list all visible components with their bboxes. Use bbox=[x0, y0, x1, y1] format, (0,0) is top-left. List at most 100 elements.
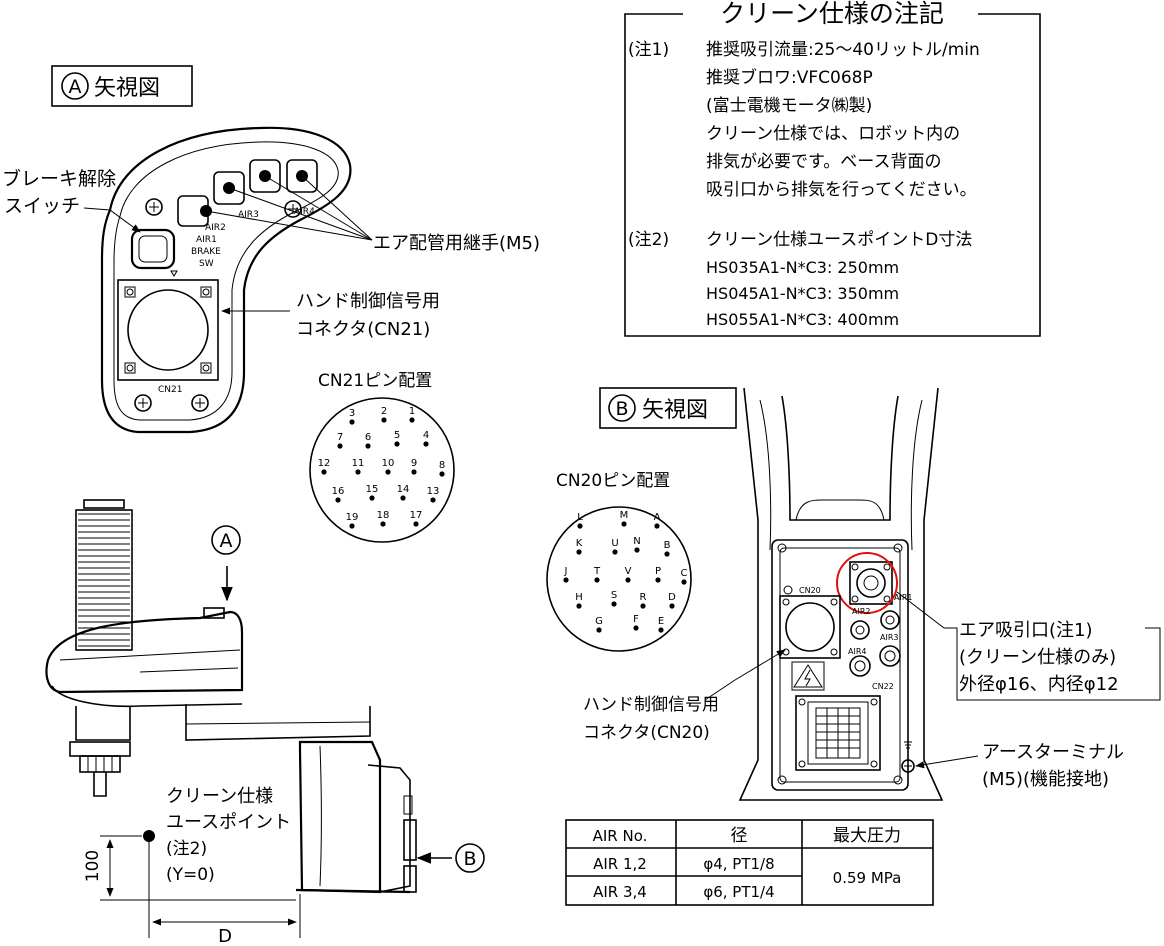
pin-label: G bbox=[595, 616, 603, 627]
robot-side-view bbox=[45, 499, 417, 894]
note2-line: クリーン仕様ユースポイントD寸法 bbox=[706, 230, 972, 250]
pin-dot bbox=[621, 521, 627, 527]
pin-dot bbox=[669, 603, 675, 609]
note2-tag: (注2) bbox=[628, 230, 669, 250]
pin-label: T bbox=[593, 566, 601, 577]
dim-d: D bbox=[218, 926, 232, 946]
table-cell: φ4, PT1/8 bbox=[703, 855, 774, 873]
pin-dot bbox=[380, 521, 386, 527]
pin-dot bbox=[577, 523, 583, 529]
pin-dot bbox=[681, 579, 687, 585]
pin-label: 17 bbox=[410, 510, 423, 521]
brake-label: スイッチ bbox=[4, 195, 80, 217]
air-table: AIR No. 径 最大圧力 AIR 1,2 φ4, PT1/8 AIR 3,4… bbox=[565, 819, 934, 906]
note1-tag: (注1) bbox=[628, 40, 669, 60]
plate-cn21: CN21 bbox=[158, 385, 182, 395]
note1-line: 吸引口から排気を行ってください。 bbox=[706, 180, 977, 200]
pin-dot bbox=[335, 497, 341, 503]
pin-label: 5 bbox=[394, 430, 400, 441]
view-b-title: 矢視図 bbox=[642, 398, 708, 423]
pin-label: P bbox=[655, 566, 661, 577]
plate-brake: BRAKE bbox=[191, 247, 221, 257]
pin-dot bbox=[394, 441, 400, 447]
pin-label: 14 bbox=[397, 484, 410, 495]
base-cn22: CN22 bbox=[872, 682, 894, 691]
pin-dot bbox=[596, 627, 602, 633]
pin-label: M bbox=[620, 510, 629, 521]
notes-title: クリーン仕様の注記 bbox=[720, 0, 944, 28]
table-cell: 0.59 MPa bbox=[833, 869, 902, 887]
pin-label: C bbox=[681, 568, 688, 579]
pin-dot bbox=[349, 523, 355, 529]
pin-dot bbox=[430, 497, 436, 503]
pin-label: R bbox=[640, 592, 647, 603]
hand-conn-b-label: コネクタ(CN20) bbox=[583, 723, 710, 743]
pin-dot bbox=[576, 549, 582, 555]
pin-dot bbox=[664, 551, 670, 557]
view-a-callouts: ブレーキ解除 スイッチ エア配管用継手(M5) ハンド制御信号用 コネクタ(CN… bbox=[2, 167, 540, 340]
note2-line: HS035A1-N*C3: 250mm bbox=[706, 258, 899, 277]
pin-label: B bbox=[664, 540, 671, 551]
hand-conn-b-label: ハンド制御信号用 bbox=[583, 695, 719, 715]
base-cn20: CN20 bbox=[799, 586, 821, 595]
pin-label: E bbox=[658, 616, 664, 627]
plate-air4: AIR4 bbox=[294, 207, 315, 217]
pin-label: 8 bbox=[439, 460, 445, 471]
plate-air1: AIR1 bbox=[196, 235, 217, 245]
use-point-label: クリーン仕様 bbox=[166, 786, 273, 807]
pin-label: 4 bbox=[423, 430, 429, 441]
pin-label: F bbox=[633, 614, 639, 625]
cn21-title: CN21ピン配置 bbox=[318, 371, 432, 391]
pin-dot bbox=[439, 471, 445, 477]
brake-label: ブレーキ解除 bbox=[2, 167, 116, 190]
suction-label: 外径φ16、内径φ12 bbox=[959, 674, 1119, 695]
pin-label: 3 bbox=[349, 408, 355, 419]
earth-label: アースターミナル bbox=[982, 742, 1124, 763]
pin-dot bbox=[658, 627, 664, 633]
base-air2: AIR2 bbox=[852, 607, 870, 616]
view-a-heading: A 矢視図 bbox=[51, 65, 193, 107]
base-rear-view: CN20 AIR1 AIR2 AIR3 AIR4 CN22 bbox=[738, 387, 944, 801]
pin-dot bbox=[576, 603, 582, 609]
pin-dot bbox=[423, 441, 429, 447]
air-fitting-label: エア配管用継手(M5) bbox=[373, 233, 540, 254]
pin-label: 2 bbox=[381, 406, 387, 417]
arm-top-plate: AIR3 AIR4 AIR2 AIR1 BRAKE SW CN21 bbox=[100, 126, 352, 434]
suction-label: エア吸引口(注1) bbox=[959, 620, 1093, 641]
pin-label: H bbox=[575, 592, 583, 603]
plate-sw: SW bbox=[199, 259, 214, 269]
hand-conn-a-label: ハンド制御信号用 bbox=[296, 291, 440, 312]
table-header: AIR No. bbox=[593, 827, 648, 845]
pin-label: 12 bbox=[318, 458, 331, 469]
pin-dot bbox=[563, 577, 569, 583]
pin-dot bbox=[594, 577, 600, 583]
earth-label: (M5)(機能接地) bbox=[982, 769, 1109, 790]
pin-label: 13 bbox=[427, 486, 440, 497]
pin-dot bbox=[381, 417, 387, 423]
pin-dot bbox=[369, 495, 375, 501]
pin-dot bbox=[640, 603, 646, 609]
notes-box: クリーン仕様の注記 (注1) 推奨吸引流量:25～40リットル/min 推奨ブロ… bbox=[624, 0, 1041, 337]
pin-label: D bbox=[668, 592, 676, 603]
view-b-heading: B 矢視図 bbox=[599, 387, 737, 429]
pin-label: 19 bbox=[346, 512, 359, 523]
view-b-callouts: エア吸引口(注1) (クリーン仕様のみ) 外径φ16、内径φ12 アースターミナ… bbox=[583, 591, 1161, 790]
pin-label: 16 bbox=[332, 486, 345, 497]
pin-label: 11 bbox=[352, 458, 365, 469]
use-point-label: ユースポイント bbox=[166, 812, 291, 833]
note1-line: 推奨吸引流量:25～40リットル/min bbox=[706, 40, 980, 60]
pin-dot bbox=[385, 469, 391, 475]
pin-label: N bbox=[633, 536, 640, 547]
pin-dot bbox=[634, 547, 640, 553]
pin-dot bbox=[655, 577, 661, 583]
pin-label: L bbox=[577, 512, 583, 523]
base-air3: AIR3 bbox=[880, 633, 898, 642]
plate-air3: AIR3 bbox=[238, 210, 259, 220]
use-point-label: (Y=0) bbox=[166, 865, 215, 885]
pin-dot bbox=[321, 469, 327, 475]
earth-terminal-icon bbox=[901, 759, 915, 773]
table-header: 径 bbox=[731, 826, 748, 846]
pin-label: K bbox=[576, 538, 583, 549]
